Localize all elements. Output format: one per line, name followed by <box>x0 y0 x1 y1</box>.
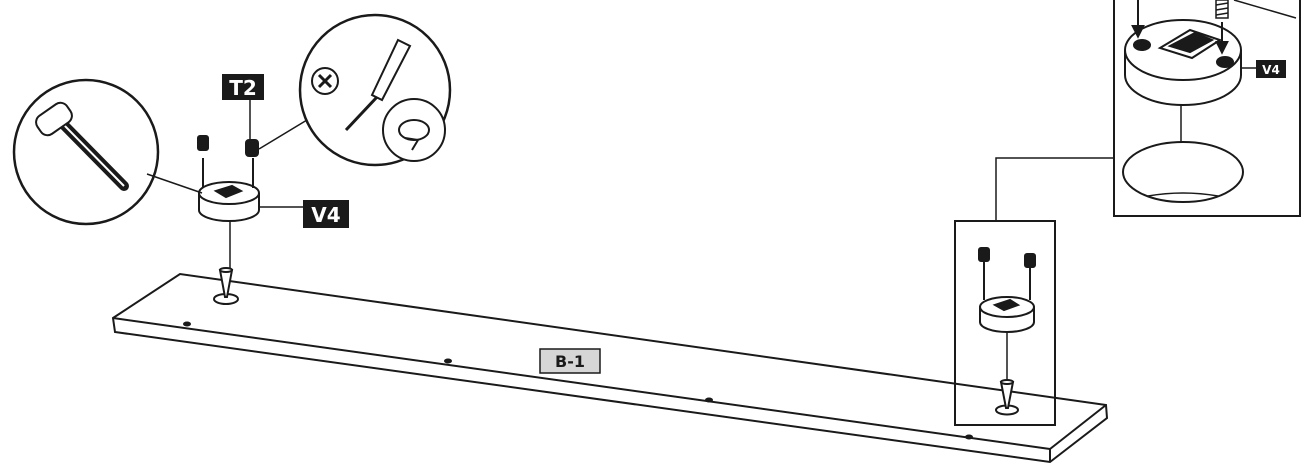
screwdriver-icon <box>344 38 412 132</box>
rotate-arrow-icon <box>382 98 446 162</box>
detail-frame-right <box>954 220 1056 426</box>
label-v4-detail: V4 <box>1256 60 1286 78</box>
rubber-mallet-icon <box>35 101 129 191</box>
prohibited-icon <box>311 67 339 95</box>
label-v4-main: V4 <box>303 200 349 228</box>
leader-line <box>995 157 1114 221</box>
label-t2: T2 <box>222 74 264 100</box>
dowel-left <box>213 267 239 305</box>
screw-magnified <box>1215 0 1229 19</box>
cam-connector-left <box>197 135 260 222</box>
panel-b1 <box>111 272 1109 464</box>
cam-connector-magnified <box>1124 19 1242 106</box>
leader-line <box>146 173 203 194</box>
label-b1: B-1 <box>539 348 601 374</box>
leader-line <box>258 119 308 150</box>
svg-text:V4: V4 <box>311 203 340 227</box>
leader-line <box>1233 0 1297 19</box>
svg-text:V4: V4 <box>1262 63 1280 77</box>
panel-holes <box>183 321 973 440</box>
cam-connector-right <box>978 247 1036 333</box>
dowel-right <box>995 379 1019 416</box>
svg-text:T2: T2 <box>229 76 257 100</box>
svg-text:B-1: B-1 <box>555 352 585 371</box>
hole-magnified <box>1122 141 1244 203</box>
